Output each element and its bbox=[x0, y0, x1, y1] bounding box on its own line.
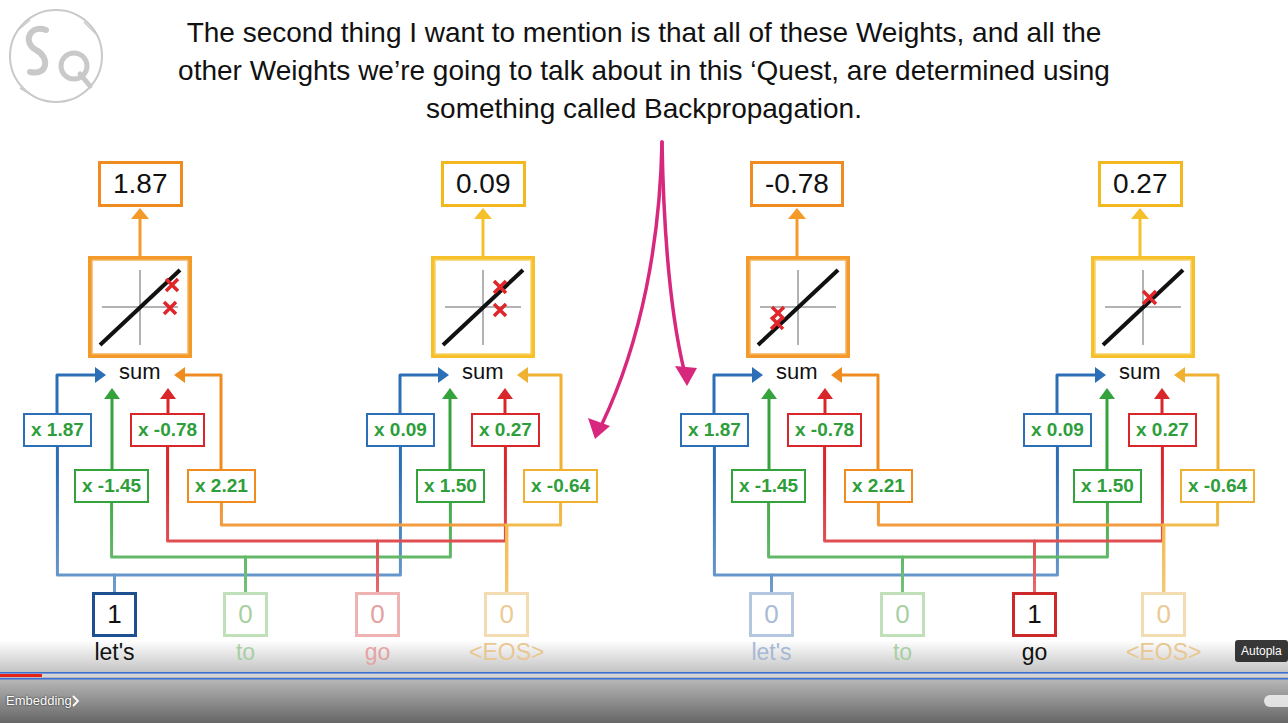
input-node: 0 <EOS> bbox=[469, 592, 544, 666]
pointer-arrow bbox=[588, 142, 697, 439]
input-value: 0 bbox=[370, 599, 384, 629]
weight-box: x 0.09 bbox=[366, 413, 435, 447]
weight-value: x -0.64 bbox=[531, 475, 590, 496]
output-box: 1.87 bbox=[98, 161, 183, 207]
sum-label: sum bbox=[462, 359, 504, 385]
input-box: 0 bbox=[355, 592, 400, 637]
weight-value: x 2.21 bbox=[195, 475, 248, 496]
input-node: 0 let's bbox=[749, 592, 794, 666]
weight-value: x 0.09 bbox=[374, 419, 427, 440]
weight-box: x -0.64 bbox=[1180, 469, 1255, 503]
input-word: go bbox=[1022, 638, 1048, 666]
input-word: let's bbox=[751, 638, 791, 666]
input-word: to bbox=[893, 638, 912, 666]
input-box: 0 bbox=[484, 592, 529, 637]
toggle-icon bbox=[1264, 695, 1288, 707]
input-word: go bbox=[365, 638, 391, 666]
weight-value: x -1.45 bbox=[82, 475, 141, 496]
chevron-icon bbox=[73, 696, 78, 706]
input-value: 0 bbox=[238, 599, 252, 629]
weight-value: x -1.45 bbox=[739, 475, 798, 496]
activation-box bbox=[748, 258, 848, 356]
input-value: 0 bbox=[1156, 599, 1170, 629]
progress-track bbox=[0, 678, 1288, 680]
input-node: 0 go bbox=[355, 592, 400, 666]
weight-box: x 1.50 bbox=[416, 469, 485, 503]
output-box: 0.09 bbox=[441, 161, 526, 207]
input-box: 1 bbox=[1012, 592, 1057, 637]
weight-box: x 1.87 bbox=[680, 413, 749, 447]
fog bbox=[0, 640, 1288, 723]
weight-value: x 1.50 bbox=[424, 475, 477, 496]
weight-box: x 2.21 bbox=[844, 469, 913, 503]
input-node: 0 <EOS> bbox=[1126, 592, 1201, 666]
weight-box: x -0.64 bbox=[523, 469, 598, 503]
input-box: 0 bbox=[880, 592, 925, 637]
output-value: -0.78 bbox=[765, 168, 829, 199]
output-box: 0.27 bbox=[1098, 161, 1183, 207]
input-value: 0 bbox=[895, 599, 909, 629]
sum-label: sum bbox=[119, 359, 161, 385]
input-word: to bbox=[236, 638, 255, 666]
input-value: 0 bbox=[764, 599, 778, 629]
input-value: 0 bbox=[499, 599, 513, 629]
weight-value: x -0.78 bbox=[138, 419, 197, 440]
input-node: 0 to bbox=[223, 592, 268, 666]
activation-box bbox=[1093, 258, 1193, 356]
weight-box: x -1.45 bbox=[731, 469, 806, 503]
node-layer: The second thing I want to mention is th… bbox=[0, 0, 1288, 114]
weight-box: x 2.21 bbox=[187, 469, 256, 503]
input-value: 1 bbox=[107, 599, 121, 629]
weight-value: x 2.21 bbox=[852, 475, 905, 496]
input-word: <EOS> bbox=[1126, 638, 1201, 666]
input-box: 1 bbox=[92, 592, 137, 637]
sum-label: sum bbox=[1119, 359, 1161, 385]
weight-value: x -0.64 bbox=[1188, 475, 1247, 496]
tooltip: Autopla bbox=[1235, 640, 1288, 662]
input-box: 0 bbox=[223, 592, 268, 637]
output-value: 1.87 bbox=[113, 168, 168, 199]
progress-bar bbox=[0, 674, 42, 677]
chapter-label: Embedding bbox=[6, 693, 72, 709]
weight-box: x -0.78 bbox=[130, 413, 205, 447]
weight-value: x 1.87 bbox=[31, 419, 84, 440]
input-word: let's bbox=[94, 638, 134, 666]
sum-wires bbox=[57, 208, 561, 469]
weight-box: x 1.87 bbox=[23, 413, 92, 447]
weight-value: x 1.50 bbox=[1081, 475, 1134, 496]
sum-wires bbox=[714, 208, 1218, 469]
output-box: -0.78 bbox=[750, 161, 844, 207]
statquest-logo bbox=[10, 10, 102, 102]
output-value: 0.27 bbox=[1113, 168, 1168, 199]
weight-value: x 1.87 bbox=[688, 419, 741, 440]
tooltip-text: Autopla bbox=[1241, 644, 1282, 658]
progress-track bbox=[0, 674, 1288, 677]
weight-box: x -0.78 bbox=[787, 413, 862, 447]
activation-box bbox=[90, 258, 190, 356]
input-value: 1 bbox=[1027, 599, 1041, 629]
input-box: 0 bbox=[749, 592, 794, 637]
input-node: 1 go bbox=[1012, 592, 1057, 666]
input-node: 1 let's bbox=[92, 592, 137, 666]
output-value: 0.09 bbox=[456, 168, 511, 199]
weight-value: x -0.78 bbox=[795, 419, 854, 440]
weight-value: x 0.09 bbox=[1031, 419, 1084, 440]
weight-box: x -1.45 bbox=[74, 469, 149, 503]
input-node: 0 to bbox=[880, 592, 925, 666]
activation-box bbox=[433, 258, 533, 356]
weight-box: x 0.27 bbox=[1128, 413, 1197, 447]
weight-box: x 1.50 bbox=[1073, 469, 1142, 503]
weight-box: x 0.09 bbox=[1023, 413, 1092, 447]
weight-box: x 0.27 bbox=[471, 413, 540, 447]
progress-track bbox=[0, 672, 1288, 674]
weight-value: x 0.27 bbox=[1136, 419, 1189, 440]
title: The second thing I want to mention is th… bbox=[164, 14, 1124, 128]
sum-label: sum bbox=[776, 359, 818, 385]
input-word: <EOS> bbox=[469, 638, 544, 666]
weight-value: x 0.27 bbox=[479, 419, 532, 440]
input-box: 0 bbox=[1141, 592, 1186, 637]
